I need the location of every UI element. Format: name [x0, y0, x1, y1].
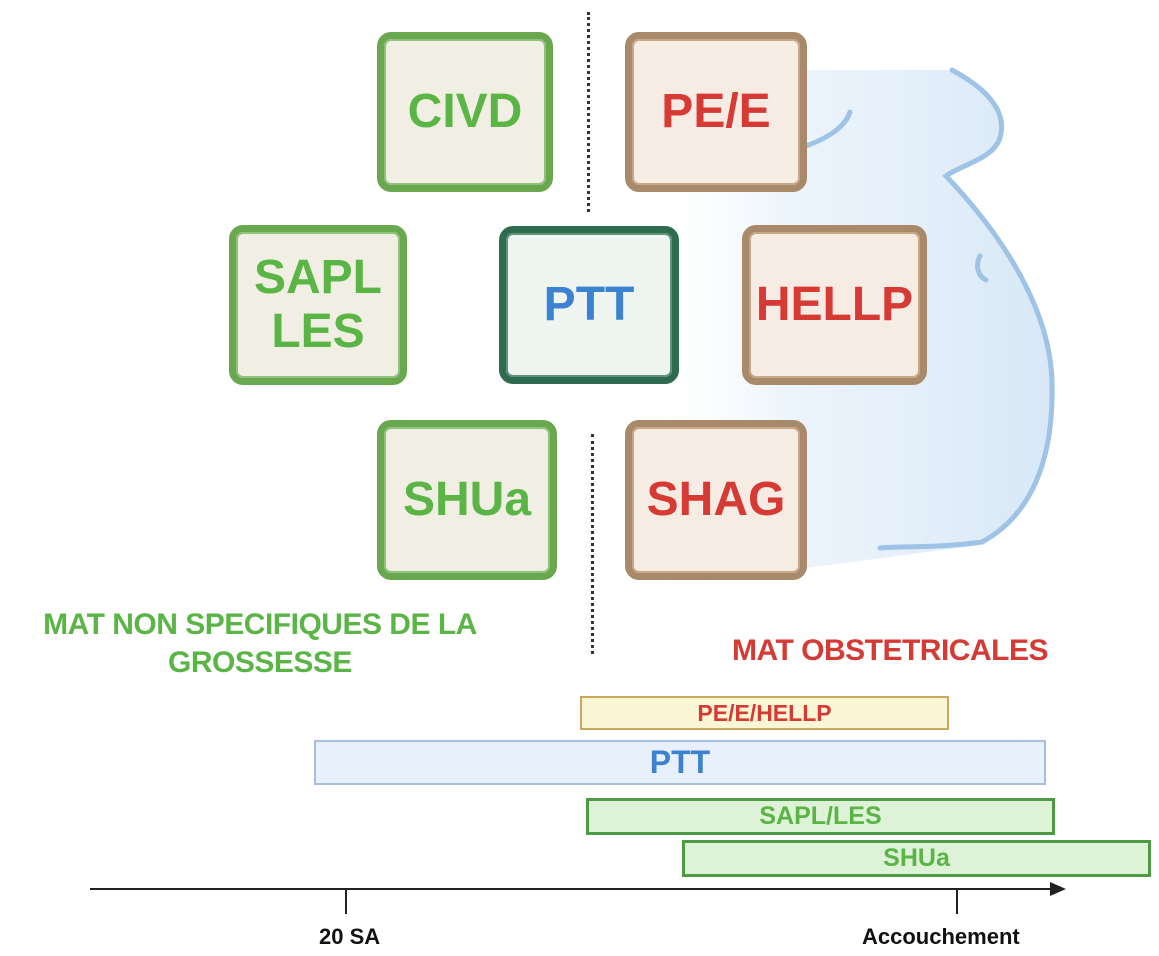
box-pe-e: PE/E [625, 32, 807, 192]
divider-bottom [591, 434, 594, 654]
navel-mark [975, 253, 989, 283]
timeline-bar-pe-e-hellp-label: PE/E/HELLP [697, 699, 832, 726]
tick-label-20-sa: 20 SA [319, 924, 381, 949]
belly-outline [942, 67, 1055, 545]
timeline-bar-sapl-les-label: SAPL/LES [759, 802, 882, 830]
timeline-bar-shua: SHUa [682, 840, 1151, 877]
box-sapl-label: SAPL [253, 251, 382, 305]
box-ptt: PTT [499, 226, 679, 384]
caption-non-specific-line2: GROSSESSE [168, 646, 352, 679]
caption-obstetrical: MAT OBSTETRICALES [732, 634, 1048, 667]
box-les-label: LES [271, 305, 365, 358]
box-shag-label: SHAG [646, 473, 786, 527]
box-shua-label: SHUa [402, 473, 532, 527]
box-pe-e-label: PE/E [661, 85, 771, 139]
tick-label-delivery: Accouchement [862, 924, 1020, 949]
divider-top [587, 12, 590, 212]
timeline-bar-sapl-les: SAPL/LES [586, 798, 1055, 835]
timeline-axis [90, 882, 1066, 914]
timeline-bar-ptt: PTT [314, 740, 1046, 785]
box-shua: SHUa [377, 420, 557, 580]
box-shag: SHAG [625, 420, 807, 580]
timeline-bar-ptt-label: PTT [649, 744, 711, 780]
box-ptt-label: PTT [543, 278, 635, 332]
axis-arrow-icon [1050, 882, 1066, 896]
box-sapl-les: SAPL LES [229, 225, 407, 385]
caption-non-specific: MAT NON SPECIFIQUES DE LA GROSSESSE [0, 606, 520, 682]
leg-line [877, 539, 985, 551]
box-civd-label: CIVD [407, 85, 523, 139]
caption-non-specific-line1: MAT NON SPECIFIQUES DE LA [43, 608, 477, 641]
box-hellp-label: HELLP [755, 278, 914, 332]
box-hellp: HELLP [742, 225, 927, 385]
box-civd: CIVD [377, 32, 553, 192]
timeline-bar-shua-label: SHUa [883, 844, 950, 872]
timeline-bar-pe-e-hellp: PE/E/HELLP [580, 696, 949, 730]
